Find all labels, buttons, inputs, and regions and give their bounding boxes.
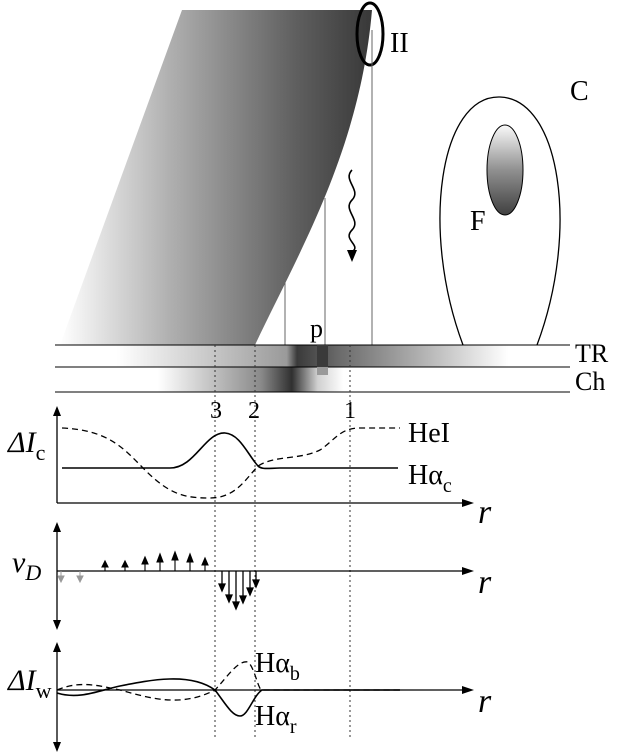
panel-intensity-core: ΔIc r HeI Hαc <box>7 406 492 531</box>
label-ha-c: Hαc <box>408 460 452 497</box>
xlabel-r-top: r <box>478 494 492 531</box>
transition-region-label: TR <box>575 339 609 368</box>
position-2-label: 2 <box>248 398 260 424</box>
chromosphere-label: Ch <box>575 367 605 396</box>
curve-ha-r <box>56 678 400 717</box>
region-ii-label: II <box>390 28 409 59</box>
region-ii-ellipse <box>355 1 385 67</box>
ylabel-delta-iw: ΔIw <box>7 664 52 703</box>
xlabel-r-bot: r <box>478 683 492 720</box>
curve-ha-b <box>56 661 400 701</box>
filament-body <box>486 124 524 216</box>
panel-intensity-wing: ΔIw r Hαb Hαr <box>7 642 492 752</box>
point-p-label: p <box>310 314 323 343</box>
corona-label: C <box>570 76 589 107</box>
filament-loop: C F <box>439 76 589 346</box>
point-p-marker <box>317 345 328 367</box>
xlabel-r-mid: r <box>478 564 492 601</box>
gray-downflow-arrows <box>57 571 84 584</box>
inclined-structure: II <box>60 1 409 345</box>
downflow-arrows <box>218 571 260 611</box>
panel-doppler-velocity: vD r <box>12 522 492 630</box>
label-ha-r: Hαr <box>255 701 297 738</box>
position-3-label: 3 <box>210 398 222 424</box>
label-ha-b: Hαb <box>255 648 300 685</box>
filament-label: F <box>470 206 486 237</box>
position-guides <box>214 345 351 740</box>
field-lines <box>284 30 373 345</box>
curve-ha-c <box>62 432 398 470</box>
atmosphere-layers: p TR Ch 3 2 1 <box>55 314 609 424</box>
ylabel-delta-ic: ΔIc <box>7 426 46 465</box>
upflow-arrows <box>101 550 209 571</box>
wavy-downflow-arrow <box>347 169 357 262</box>
ylabel-vd: vD <box>12 546 41 585</box>
label-hei: HeI <box>408 418 450 449</box>
curve-hei <box>61 427 400 499</box>
